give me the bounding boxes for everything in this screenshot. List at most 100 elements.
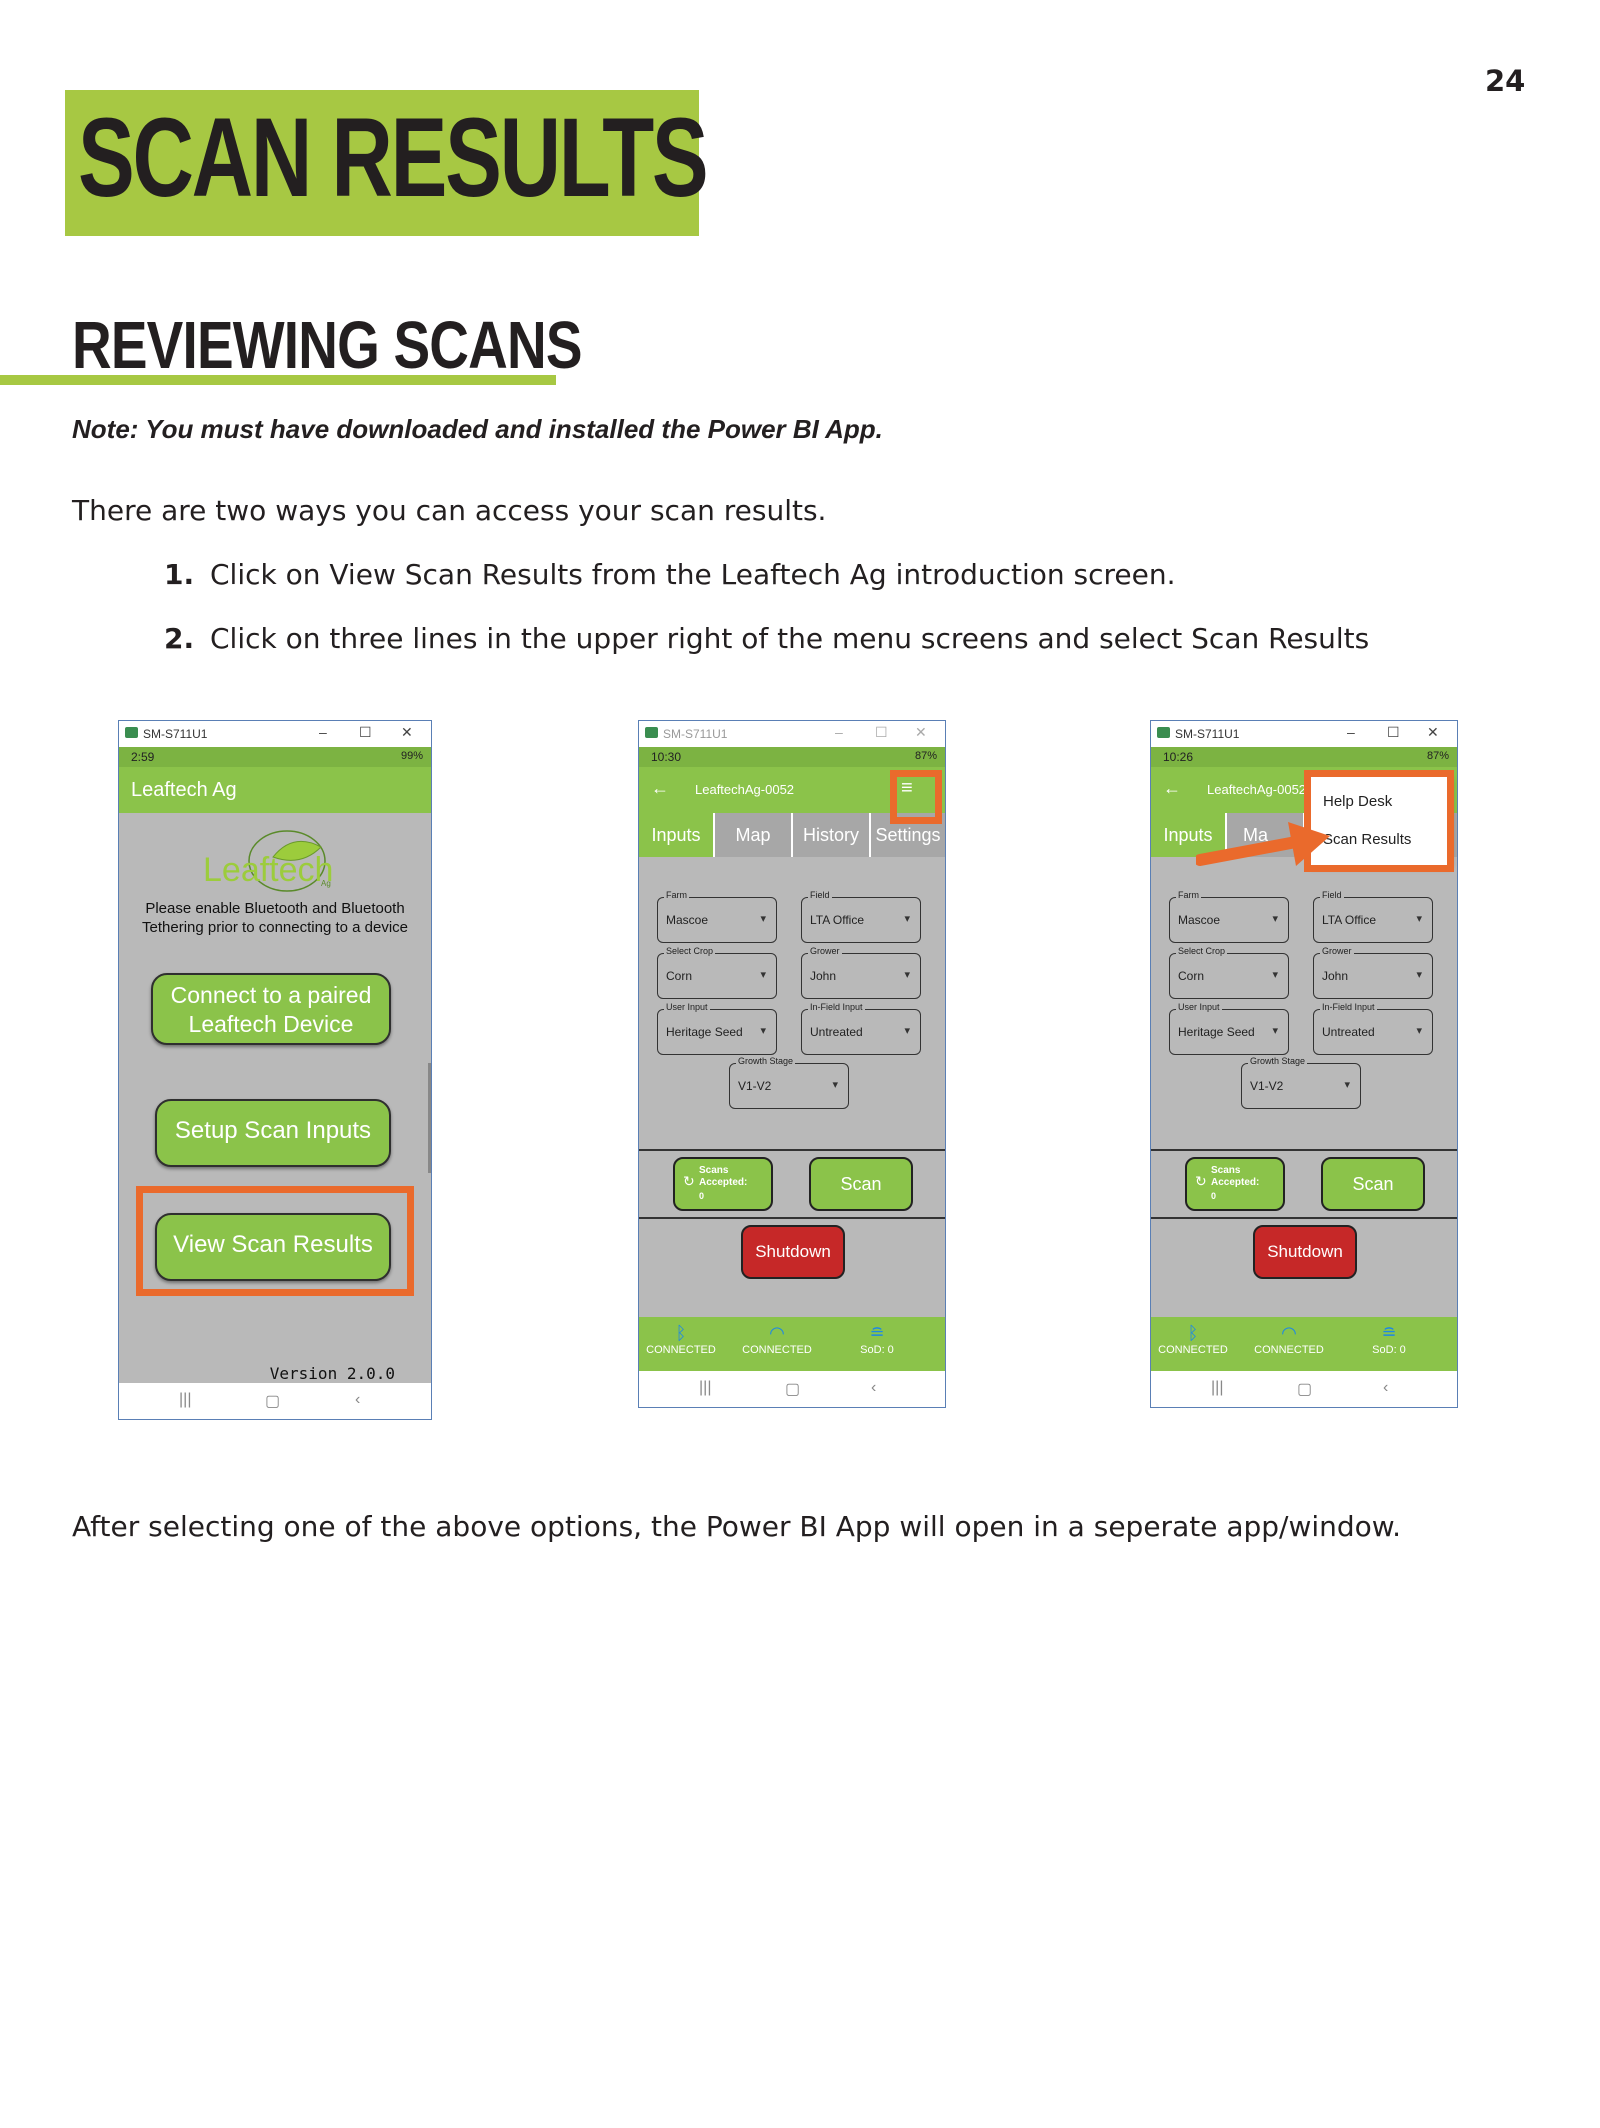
tab-map[interactable]: Map xyxy=(715,813,791,857)
maximize-icon[interactable]: ☐ xyxy=(1387,724,1400,740)
field-label: Field xyxy=(1320,890,1344,900)
scans-accepted-button[interactable]: ↻ Scans Accepted: 0 xyxy=(1185,1157,1285,1211)
device-name: LeaftechAg-0052 xyxy=(1207,782,1307,797)
step-number: 1. xyxy=(164,558,195,591)
status-bar: 10:30 87% xyxy=(639,747,945,767)
scan-button[interactable]: Scan xyxy=(809,1157,913,1211)
tab-history[interactable]: History xyxy=(793,813,869,857)
field-label: In-Field Input xyxy=(1320,1002,1377,1012)
home-icon[interactable]: ▢ xyxy=(265,1393,281,1410)
field-value: LTA Office xyxy=(810,913,865,927)
back-icon[interactable]: ‹ xyxy=(355,1391,361,1408)
divider xyxy=(639,1217,945,1219)
menu-item-scan-results[interactable]: Scan Results xyxy=(1323,831,1412,848)
maximize-icon[interactable]: ☐ xyxy=(359,724,372,740)
bluetooth-status-label: CONNECTED xyxy=(1158,1344,1228,1356)
tab-inputs[interactable]: Inputs xyxy=(639,813,713,857)
logo-subtext: Ag xyxy=(321,879,331,888)
scans-accepted-button[interactable]: ↻ Scans Accepted: 0 xyxy=(673,1157,773,1211)
shutdown-button[interactable]: Shutdown xyxy=(741,1225,845,1279)
back-arrow-icon[interactable]: ← xyxy=(651,778,669,798)
sensor-icon: ≘ xyxy=(869,1323,885,1343)
tab-inputs[interactable]: Inputs xyxy=(1151,813,1225,857)
back-icon[interactable]: ‹ xyxy=(1383,1379,1389,1396)
wifi-icon: ◠ xyxy=(1281,1323,1297,1343)
scrollbar[interactable] xyxy=(428,1063,431,1173)
menu-item-help-desk[interactable]: Help Desk xyxy=(1323,793,1393,810)
intro-text: There are two ways you can access your s… xyxy=(72,494,827,527)
view-scan-results-button[interactable]: View Scan Results xyxy=(155,1213,391,1281)
field-value: V1-V2 xyxy=(1250,1079,1284,1093)
section-underline xyxy=(0,375,556,385)
hamburger-menu-icon[interactable]: ≡ xyxy=(901,777,913,799)
scan-button[interactable]: Scan xyxy=(1321,1157,1425,1211)
divider xyxy=(639,1149,945,1151)
field-value: Mascoe xyxy=(1178,913,1221,927)
window-titlebar: SM-S711U1 – ☐ ✕ xyxy=(639,721,945,747)
back-icon[interactable]: ‹ xyxy=(871,1379,877,1396)
home-icon[interactable]: ▢ xyxy=(785,1381,801,1398)
status-time: 2:59 xyxy=(131,750,155,764)
dropdown-icon: ▾ xyxy=(1272,1025,1278,1037)
overflow-menu: Help Desk Scan Results xyxy=(1311,777,1451,865)
recent-apps-icon[interactable]: ||| xyxy=(699,1379,712,1396)
version-label: Version 2.0.0 xyxy=(269,1364,395,1383)
close-icon[interactable]: ✕ xyxy=(915,724,927,740)
close-icon[interactable]: ✕ xyxy=(401,724,413,740)
field-label: User Input xyxy=(664,1002,710,1012)
status-bar: 10:26 87% xyxy=(1151,747,1457,767)
minimize-icon[interactable]: – xyxy=(1347,724,1355,740)
dropdown-icon: ▾ xyxy=(760,969,766,981)
wifi-status-label: CONNECTED xyxy=(1254,1344,1324,1356)
dropdown-icon: ▾ xyxy=(1344,1079,1350,1091)
logo-text: Leaftech xyxy=(203,851,334,889)
minimize-icon[interactable]: – xyxy=(319,724,327,740)
shutdown-button[interactable]: Shutdown xyxy=(1253,1225,1357,1279)
window-title: SM-S711U1 xyxy=(1175,727,1240,741)
maximize-icon[interactable]: ☐ xyxy=(875,724,888,740)
field-value: John xyxy=(810,969,837,983)
field-value: Heritage Seed xyxy=(1178,1025,1255,1039)
bluetooth-message: Please enable Bluetooth and Bluetooth Te… xyxy=(142,900,408,936)
recent-apps-icon[interactable]: ||| xyxy=(179,1391,192,1408)
highlight-box xyxy=(136,1186,414,1296)
close-icon[interactable]: ✕ xyxy=(1427,724,1439,740)
app-window-icon xyxy=(645,727,658,738)
dropdown-icon: ▾ xyxy=(832,1079,838,1091)
step-text: Click on three lines in the upper right … xyxy=(210,622,1370,655)
section-heading: REVIEWING SCANS xyxy=(72,308,583,383)
home-icon[interactable]: ▢ xyxy=(1297,1381,1313,1398)
recent-apps-icon[interactable]: ||| xyxy=(1211,1379,1224,1396)
window-title: SM-S711U1 xyxy=(143,727,208,741)
sod-status-label: SoD: 0 xyxy=(860,1344,894,1356)
page-number: 24 xyxy=(1485,64,1526,98)
page-title: SCAN RESULTS xyxy=(78,95,709,220)
setup-scan-inputs-button[interactable]: Setup Scan Inputs xyxy=(155,1099,391,1167)
dropdown-icon: ▾ xyxy=(1416,913,1422,925)
battery-level: 99% xyxy=(400,750,423,762)
app-bar: Leaftech Ag xyxy=(119,767,431,813)
minimize-icon[interactable]: – xyxy=(835,724,843,740)
bluetooth-status-label: CONNECTED xyxy=(646,1344,716,1356)
connect-device-button[interactable]: Connect to a paired Leaftech Device xyxy=(151,973,391,1045)
tab-bar: Inputs Map History Settings xyxy=(639,813,945,857)
field-label: Field xyxy=(808,890,832,900)
back-arrow-icon[interactable]: ← xyxy=(1163,778,1181,798)
screenshot-intro-screen: SM-S711U1 – ☐ ✕ 2:59 99% Leaftech Ag Lea… xyxy=(118,720,432,1420)
